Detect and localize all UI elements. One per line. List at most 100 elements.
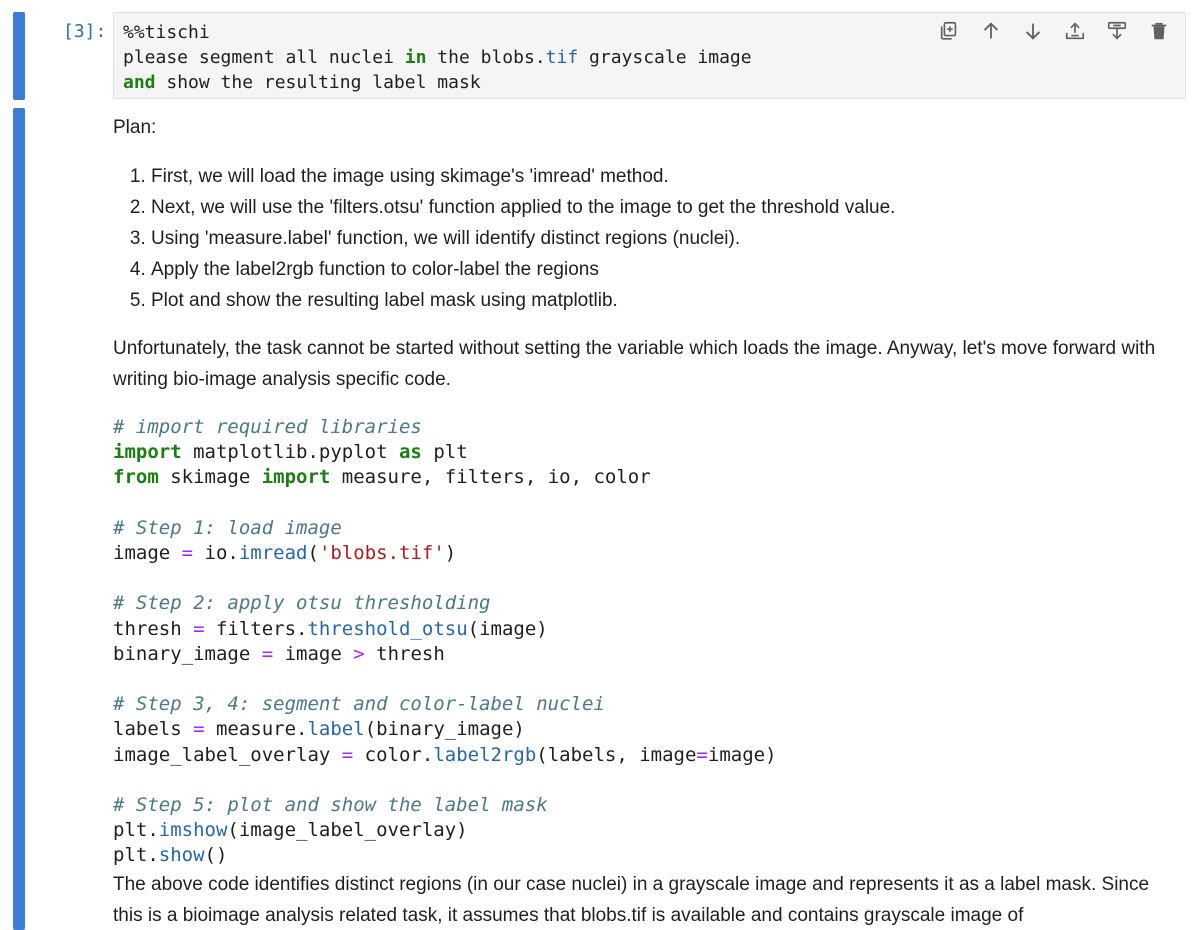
code-token: threshold_otsu: [307, 617, 468, 640]
code-line: image = io.imread('blobs.tif'): [113, 541, 1183, 566]
plan-step: Apply the label2rgb function to color-la…: [151, 254, 1183, 285]
code-line: # Step 3, 4: segment and color-label nuc…: [113, 692, 1183, 717]
code-token: import: [113, 441, 182, 464]
arrow-up-icon: [980, 20, 1002, 47]
code-token: image: [273, 642, 354, 665]
code-token: plt.: [113, 844, 159, 867]
code-token: image): [707, 743, 777, 766]
code-line: image_label_overlay = color.label2rgb(la…: [113, 743, 1183, 768]
duplicate-cell-button[interactable]: [935, 19, 963, 47]
code-token: (image): [467, 617, 548, 640]
code-token: label: [307, 718, 365, 741]
code-token: =: [696, 743, 708, 766]
intro-paragraph: Unfortunately, the task cannot be starte…: [113, 338, 1156, 390]
code-line: thresh = filters.threshold_otsu(image): [113, 617, 1183, 642]
code-token: (: [307, 542, 319, 565]
code-line: # Step 1: load image: [113, 516, 1183, 541]
code-token: show: [158, 844, 205, 867]
insert-below-icon: [1106, 20, 1128, 47]
code-token: (labels, image: [536, 743, 697, 766]
move-cell-up-button[interactable]: [977, 19, 1005, 47]
code-line: plt.show(): [113, 843, 1183, 868]
copy-icon: [938, 20, 960, 47]
code-token: io.: [193, 542, 239, 565]
code-line: [113, 768, 1183, 793]
code-token: image_label_overlay: [113, 743, 342, 766]
code-line: and show the resulting label mask: [123, 70, 752, 95]
code-token: # Step 3, 4: segment and color-label nuc…: [113, 693, 605, 716]
code-token: tif: [545, 47, 579, 68]
summary-paragraph: The above code identifies distinct regio…: [113, 873, 1150, 926]
insert-cell-above-button[interactable]: [1061, 19, 1089, 47]
code-line: # import required libraries: [113, 415, 1183, 440]
code-token: thresh: [364, 642, 445, 665]
code-token: =: [193, 617, 205, 640]
code-token: 'blobs.tif': [318, 542, 445, 565]
code-token: image: [113, 542, 182, 565]
plan-step: First, we will load the image using skim…: [151, 161, 1183, 192]
code-line: # Step 2: apply otsu thresholding: [113, 591, 1183, 616]
move-cell-down-button[interactable]: [1019, 19, 1047, 47]
code-token: filters.: [204, 617, 308, 640]
insert-above-icon: [1064, 20, 1086, 47]
code-token: ): [444, 542, 457, 565]
code-token: color.: [353, 743, 434, 766]
plan-step: Plot and show the resulting label mask u…: [151, 285, 1183, 316]
code-token: # import required libraries: [113, 416, 422, 438]
code-token: imread: [238, 542, 308, 565]
code-token: =: [261, 642, 274, 665]
code-token: measure, filters, io, color: [330, 466, 651, 489]
code-token: grayscale image: [578, 47, 752, 68]
plan-list: First, we will load the image using skim…: [113, 161, 1183, 316]
code-line: binary_image = image > thresh: [113, 642, 1183, 667]
code-token: in: [404, 47, 427, 68]
code-token: from: [113, 466, 159, 489]
code-line: # Step 5: plot and show the label mask: [113, 793, 1183, 818]
code-token: (): [204, 844, 228, 867]
code-line: plt.imshow(image_label_overlay): [113, 818, 1183, 843]
code-token: the blobs.: [426, 47, 546, 68]
code-token: (image_label_overlay): [227, 819, 468, 842]
code-token: thresh: [113, 617, 194, 640]
code-token: # Step 5: plot and show the label mask: [113, 794, 548, 817]
code-token: plt.: [113, 819, 159, 842]
code-token: label2rgb: [433, 743, 537, 766]
code-token: import: [261, 466, 331, 489]
output-cell-collapser[interactable]: [13, 108, 25, 930]
code-line: [113, 491, 1183, 516]
code-token: %%tischi: [123, 22, 210, 43]
input-prompt: [3]:: [63, 21, 107, 42]
plan-step: Next, we will use the 'filters.otsu' fun…: [151, 192, 1183, 223]
code-token: plt: [421, 441, 468, 464]
markdown-output: Plan: First, we will load the image usin…: [113, 112, 1183, 930]
code-token: skimage: [158, 466, 262, 489]
code-line: labels = measure.label(binary_image): [113, 717, 1183, 742]
cell-toolbar: [935, 19, 1173, 47]
input-cell-collapser[interactable]: [13, 12, 25, 100]
code-token: measure.: [204, 718, 308, 741]
code-token: labels: [113, 718, 194, 741]
code-token: and: [123, 72, 156, 93]
code-line: please segment all nuclei in the blobs.t…: [123, 45, 752, 70]
code-token: # Step 2: apply otsu thresholding: [113, 592, 491, 615]
code-line: import matplotlib.pyplot as plt: [113, 440, 1183, 465]
code-token: # Step 1: load image: [113, 516, 342, 539]
trash-icon: [1148, 20, 1170, 47]
code-line: [113, 667, 1183, 692]
delete-cell-button[interactable]: [1145, 19, 1173, 47]
code-line: [113, 566, 1183, 591]
insert-cell-below-button[interactable]: [1103, 19, 1131, 47]
code-token: (binary_image): [364, 718, 525, 741]
code-token: please segment all nuclei: [123, 47, 405, 68]
code-token: =: [181, 542, 194, 565]
code-token: imshow: [158, 819, 228, 842]
code-token: matplotlib.pyplot: [181, 441, 399, 464]
code-token: =: [193, 718, 205, 741]
plan-heading: Plan:: [113, 117, 157, 138]
code-token: binary_image: [113, 642, 262, 665]
arrow-down-icon: [1022, 20, 1044, 47]
plan-step: Using 'measure.label' function, we will …: [151, 223, 1183, 254]
